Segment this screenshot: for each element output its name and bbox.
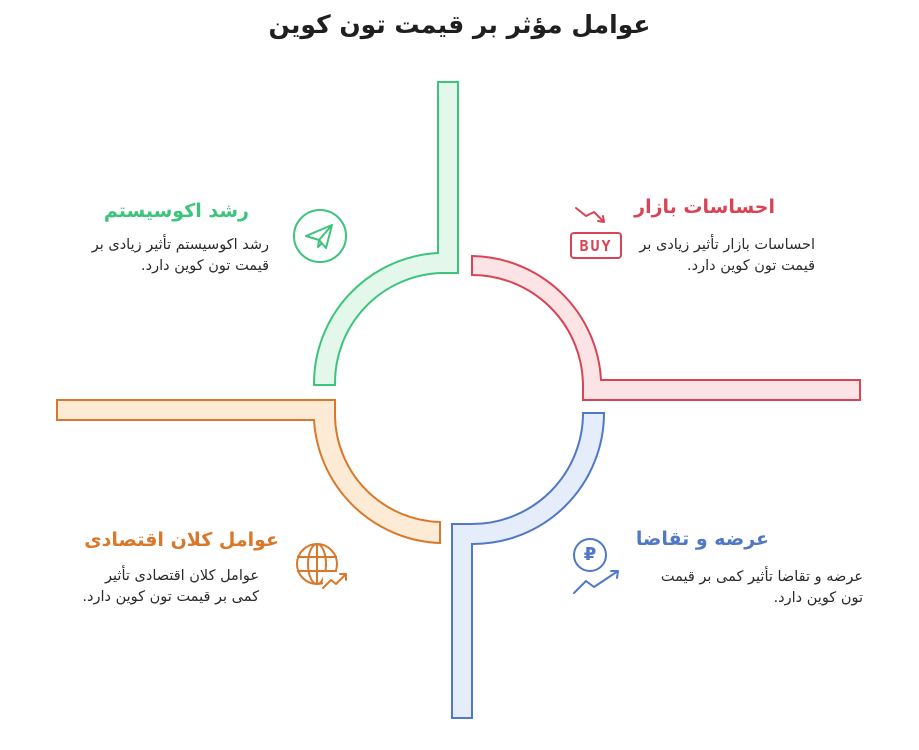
blue-arm-shape — [451, 412, 606, 719]
ecosystem-heading: رشد اکوسیستم — [103, 200, 249, 222]
ruble-coin-growth-icon — [570, 535, 628, 599]
paper-plane-icon — [292, 208, 348, 268]
sentiment-text: احساسات بازار تأثیر زیادی بر قیمت تون کو… — [639, 237, 815, 274]
ecosystem-text: رشد اکوسیستم تأثیر زیادی بر قیمت تون کوی… — [91, 237, 269, 274]
sentiment-heading: احساسات بازار — [634, 196, 775, 218]
buy-sign-label: BUY — [579, 237, 613, 255]
supply-heading: عرضه و تقاضا — [635, 528, 769, 550]
buy-sign-icon — [568, 202, 624, 266]
macro-text: عوامل کلان اقتصادی تأثیر کمی بر قیمت تون… — [82, 568, 259, 605]
supply-text: عرضه و تقاضا تأثیر کمی بر قیمت تون کوین … — [660, 569, 863, 606]
red-arm-shape — [471, 254, 861, 401]
ruble-symbol: ₽ — [583, 544, 597, 565]
orange-arm-shape — [56, 399, 441, 545]
globe-growth-icon — [293, 540, 351, 598]
diagram-title: عوامل مؤثر بر قیمت تون کوین — [268, 10, 651, 39]
macro-heading: عوامل کلان اقتصادی — [84, 529, 279, 551]
green-arm-shape — [312, 81, 459, 386]
